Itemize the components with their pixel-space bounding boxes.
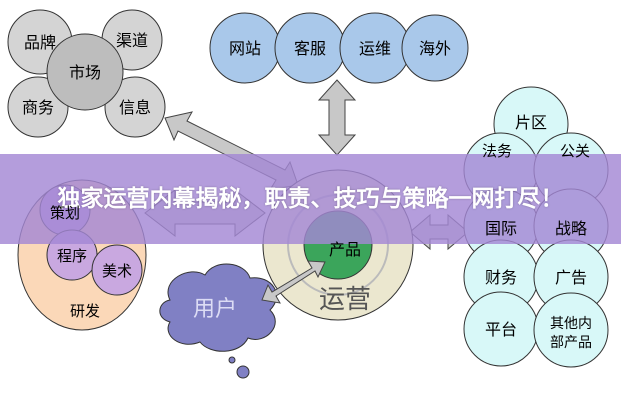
user-group — [159, 260, 326, 379]
top-group — [209, 12, 469, 84]
arrow-core-top — [317, 79, 357, 156]
arrow-user-core — [261, 260, 326, 304]
title-banner: 独家运营内幕揭秘，职责、技巧与策略一网打尽！ — [0, 154, 621, 244]
market-group — [7, 9, 166, 138]
banner-title: 独家运营内幕揭秘，职责、技巧与策略一网打尽！ — [57, 186, 564, 212]
